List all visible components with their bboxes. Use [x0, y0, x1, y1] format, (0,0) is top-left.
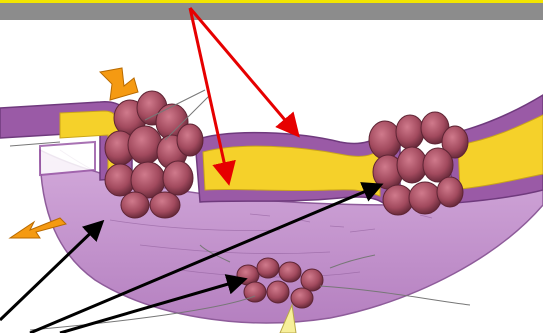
- orange-arrow-top: [100, 68, 138, 100]
- red-arrow-membrane: [190, 8, 296, 133]
- nodule-cluster-right: [369, 112, 468, 215]
